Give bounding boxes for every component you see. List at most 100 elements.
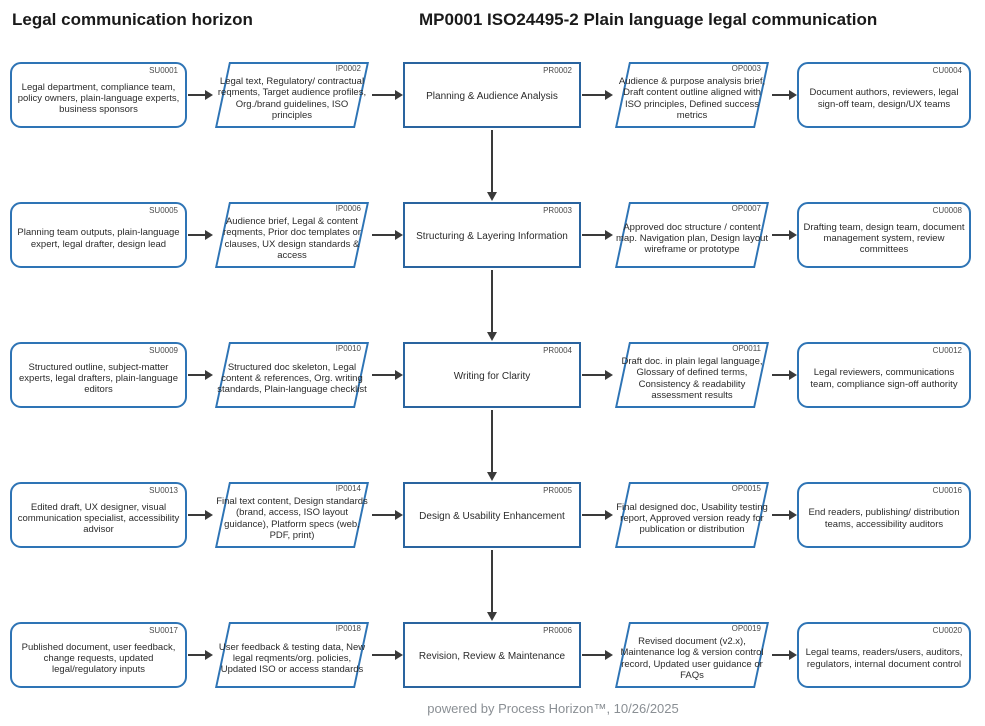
process-text: Revision, Review & Maintenance: [418, 651, 566, 663]
arrow-right-icon: [772, 230, 797, 240]
shape-id: IP0010: [335, 344, 361, 353]
sipoc-row-3: SU0009 Structured outline, subject-matte…: [10, 342, 971, 408]
arrow-right-icon: [772, 650, 797, 660]
shape-id: CU0008: [932, 206, 962, 215]
shape-id: SU0005: [149, 206, 178, 215]
arrow-right-icon: [772, 510, 797, 520]
output-text: Draft doc. in plain legal language, Glos…: [621, 356, 763, 401]
arrow-right-icon: [772, 90, 797, 100]
input-box: IP0014 Final text content, Design standa…: [213, 482, 371, 548]
supplier-text: Planning team outputs, plain-language ex…: [17, 227, 180, 250]
arrow-down-icon: [487, 410, 497, 481]
output-text: Audience & purpose analysis brief, Draft…: [618, 76, 766, 121]
arrow-right-icon: [188, 510, 213, 520]
shape-id: PR0002: [543, 66, 572, 75]
sipoc-row-2: SU0005 Planning team outputs, plain-lang…: [10, 202, 971, 268]
input-text: User feedback & testing data, New legal …: [218, 641, 366, 676]
shape-id: CU0004: [932, 66, 962, 75]
shape-id: OP0011: [732, 344, 761, 353]
shape-id: OP0007: [731, 204, 761, 213]
shape-id: IP0002: [335, 64, 361, 73]
shape-id: IP0018: [335, 624, 361, 633]
supplier-box: SU0017 Published document, user feedback…: [10, 622, 187, 688]
output-box: OP0011 Draft doc. in plain legal languag…: [613, 342, 771, 408]
arrow-down-icon: [487, 270, 497, 341]
arrow-right-icon: [188, 650, 213, 660]
customer-text: End readers, publishing/ distribution te…: [808, 507, 960, 530]
supplier-text: Published document, user feedback, chang…: [21, 641, 176, 676]
arrow-right-icon: [372, 370, 403, 380]
shape-id: SU0001: [149, 66, 178, 75]
sipoc-row-1: SU0001 Legal department, compliance team…: [10, 62, 971, 128]
arrow-right-icon: [372, 650, 403, 660]
supplier-box: SU0009 Structured outline, subject-matte…: [10, 342, 187, 408]
supplier-box: SU0005 Planning team outputs, plain-lang…: [10, 202, 187, 268]
arrow-right-icon: [582, 510, 613, 520]
customer-text: Legal teams, readers/users, auditors, re…: [805, 647, 963, 670]
arrow-down-icon: [487, 130, 497, 201]
diagram-title-left: Legal communication horizon: [12, 10, 253, 29]
shape-id: PR0006: [543, 626, 572, 635]
customer-text: Document authors, reviewers, legal sign-…: [809, 87, 959, 110]
shape-id: PR0003: [543, 206, 572, 215]
arrow-right-icon: [772, 370, 797, 380]
shape-id: PR0004: [543, 346, 572, 355]
shape-id: CU0016: [932, 486, 962, 495]
shape-id: CU0012: [932, 346, 962, 355]
input-box: IP0010 Structured doc skeleton, Legal co…: [213, 342, 371, 408]
arrow-right-icon: [582, 90, 613, 100]
arrow-right-icon: [372, 90, 403, 100]
process-box: PR0002 Planning & Audience Analysis: [403, 62, 581, 128]
customer-text: Drafting team, design team, document man…: [803, 221, 965, 256]
supplier-box: SU0013 Edited draft, UX designer, visual…: [10, 482, 187, 548]
output-text: Approved doc structure / content map. Na…: [615, 221, 769, 256]
arrow-right-icon: [582, 230, 613, 240]
input-text: Audience brief, Legal & content reqments…: [223, 216, 361, 261]
shape-id: OP0015: [731, 484, 761, 493]
powered-by-footer: powered by Process Horizon™, 10/26/2025: [427, 701, 679, 716]
shape-id: SU0009: [149, 346, 178, 355]
arrow-right-icon: [582, 370, 613, 380]
process-text: Writing for Clarity: [453, 371, 531, 383]
input-box: IP0006 Audience brief, Legal & content r…: [213, 202, 371, 268]
input-text: Structured doc skeleton, Legal content &…: [217, 361, 367, 396]
output-box: OP0007 Approved doc structure / content …: [613, 202, 771, 268]
arrow-right-icon: [188, 230, 213, 240]
output-text: Revised document (v2.x), Maintenance log…: [620, 636, 764, 681]
shape-id: PR0005: [543, 486, 572, 495]
arrow-right-icon: [188, 370, 213, 380]
arrow-right-icon: [372, 230, 403, 240]
input-box: IP0018 User feedback & testing data, New…: [213, 622, 371, 688]
customer-box: CU0004 Document authors, reviewers, lega…: [797, 62, 971, 128]
customer-box: CU0012 Legal reviewers, communications t…: [797, 342, 971, 408]
shape-id: OP0003: [731, 64, 761, 73]
process-box: PR0006 Revision, Review & Maintenance: [403, 622, 581, 688]
arrow-down-icon: [487, 550, 497, 621]
input-text: Final text content, Design standards (br…: [216, 496, 368, 541]
shape-id: SU0013: [149, 486, 178, 495]
process-box: PR0004 Writing for Clarity: [403, 342, 581, 408]
customer-box: CU0016 End readers, publishing/ distribu…: [797, 482, 971, 548]
sipoc-row-5: SU0017 Published document, user feedback…: [10, 622, 971, 688]
shape-id: IP0006: [335, 204, 361, 213]
output-text: Final designed doc, Usability testing re…: [616, 501, 768, 536]
sipoc-row-4: SU0013 Edited draft, UX designer, visual…: [10, 482, 971, 548]
output-box: OP0003 Audience & purpose analysis brief…: [613, 62, 771, 128]
customer-text: Legal reviewers, communications team, co…: [810, 367, 958, 390]
customer-box: CU0020 Legal teams, readers/users, audit…: [797, 622, 971, 688]
input-box: IP0002 Legal text, Regulatory/ contractu…: [213, 62, 371, 128]
supplier-text: Legal department, compliance team, polic…: [17, 81, 180, 116]
process-box: PR0005 Design & Usability Enhancement: [403, 482, 581, 548]
process-text: Design & Usability Enhancement: [419, 511, 565, 523]
arrow-right-icon: [372, 510, 403, 520]
supplier-text: Edited draft, UX designer, visual commun…: [17, 501, 180, 536]
input-text: Legal text, Regulatory/ contractual reqm…: [217, 76, 367, 121]
diagram-title-right: MP0001 ISO24495-2 Plain language legal c…: [419, 10, 878, 29]
supplier-box: SU0001 Legal department, compliance team…: [10, 62, 187, 128]
supplier-text: Structured outline, subject-matter exper…: [19, 361, 178, 396]
output-box: OP0015 Final designed doc, Usability tes…: [613, 482, 771, 548]
shape-id: OP0019: [731, 624, 761, 633]
process-text: Structuring & Layering Information: [416, 231, 568, 243]
shape-id: IP0014: [335, 484, 361, 493]
shape-id: SU0017: [149, 626, 178, 635]
